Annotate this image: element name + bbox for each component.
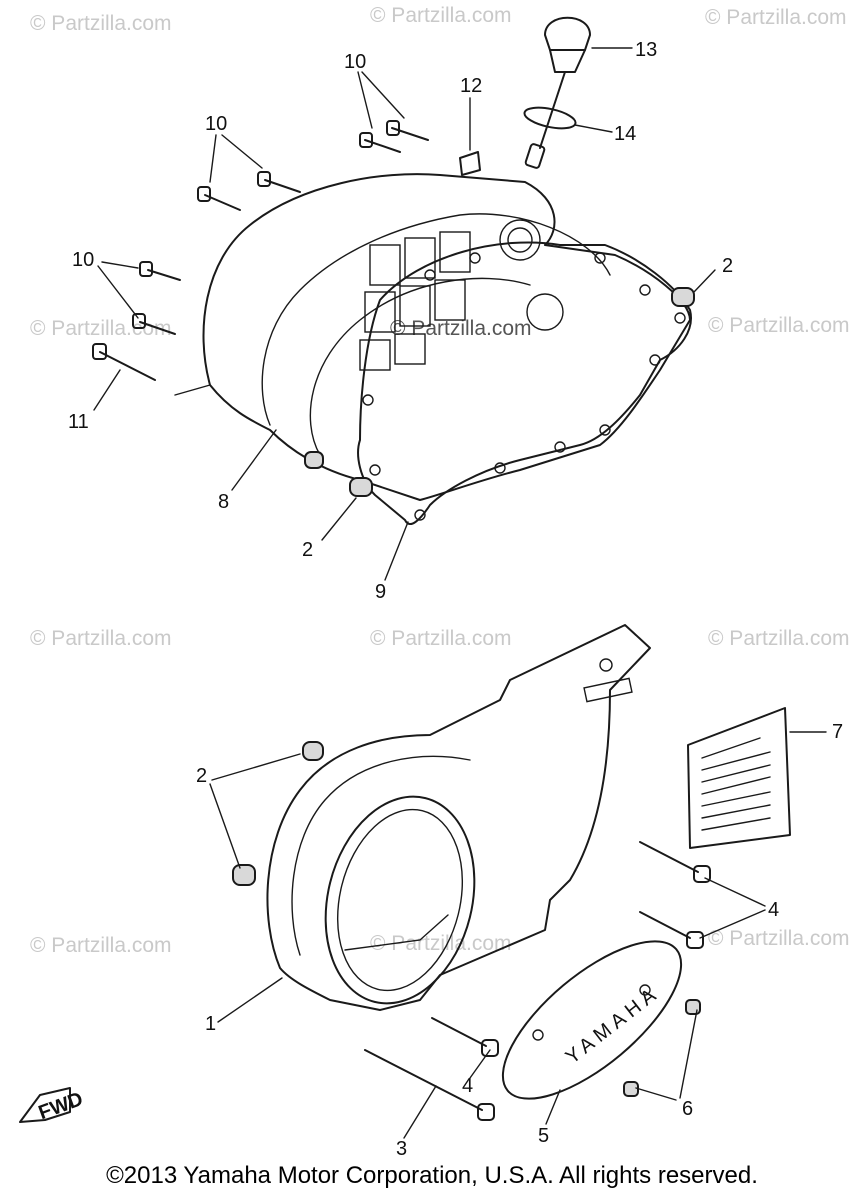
- callout-9: 9: [375, 581, 386, 603]
- dowel-pin: [302, 741, 324, 761]
- watermark: © Partzilla.com: [708, 927, 850, 950]
- callout-2: 2: [302, 539, 313, 561]
- callout-10: 10: [205, 113, 227, 135]
- watermark: © Partzilla.com: [370, 627, 512, 650]
- cover-opening: [324, 795, 476, 1005]
- cover-rim: [261, 213, 611, 426]
- callout-3: 3: [396, 1138, 407, 1160]
- logo-plate: [583, 677, 633, 703]
- gasket-bolt-holes: [362, 252, 686, 521]
- watermark: © Partzilla.com: [370, 4, 512, 27]
- fwd-arrow-icon: FWD: [19, 1087, 86, 1124]
- callout-4: 4: [462, 1075, 473, 1097]
- oil-dipstick: [524, 16, 591, 169]
- leader-lines-lower: [209, 731, 827, 1139]
- callout-labels: 13 14 12 10 10 10 11 2 8 2 9 2 7 4 1 4 6…: [68, 39, 843, 1160]
- gasket: [357, 241, 692, 525]
- hose-clip: [459, 151, 481, 176]
- bolt-group-4: [431, 841, 711, 1057]
- screw: [685, 999, 701, 1015]
- callout-10: 10: [72, 249, 94, 271]
- watermark: © Partzilla.com: [30, 934, 172, 957]
- watermark: © Partzilla.com: [708, 627, 850, 650]
- caution-label: [687, 707, 791, 849]
- dowel-pin: [349, 477, 373, 497]
- upper-assembly: [92, 16, 716, 581]
- callout-10: 10: [344, 51, 366, 73]
- screw: [623, 1081, 639, 1097]
- watermark: © Partzilla.com: [705, 6, 847, 29]
- watermark: © Partzilla.com: [30, 627, 172, 650]
- watermark: © Partzilla.com: [370, 932, 512, 955]
- side-cover-plate: YAMAHA: [501, 940, 683, 1100]
- dowel-pin: [304, 451, 324, 469]
- copyright-notice: ©2013 Yamaha Motor Corporation, U.S.A. A…: [106, 1162, 758, 1189]
- callout-12: 12: [460, 75, 482, 97]
- callout-13: 13: [635, 39, 657, 61]
- callout-5: 5: [538, 1125, 549, 1147]
- watermark-layer: © Partzilla.com © Partzilla.com © Partzi…: [30, 4, 850, 957]
- callout-7: 7: [832, 721, 843, 743]
- callout-11: 11: [68, 411, 89, 433]
- outer-cover: [266, 624, 651, 1011]
- cover-logo-text: YAMAHA: [562, 982, 665, 1069]
- watermark: © Partzilla.com: [708, 314, 850, 337]
- leader-lines-upper: [93, 47, 716, 581]
- o-ring: [523, 106, 577, 130]
- callout-2: 2: [722, 255, 733, 277]
- watermark: © Partzilla.com: [30, 317, 172, 340]
- watermark: © Partzilla.com: [30, 12, 172, 35]
- callout-2: 2: [196, 765, 207, 787]
- dowel-pin: [232, 864, 256, 886]
- long-bolt: [364, 1049, 495, 1121]
- callout-1: 1: [205, 1013, 216, 1035]
- callout-8: 8: [218, 491, 229, 513]
- lower-assembly: YAMAHA FWD: [19, 624, 827, 1139]
- callout-6: 6: [682, 1098, 693, 1120]
- bolt-group: [92, 120, 429, 381]
- callout-4: 4: [768, 899, 779, 921]
- filler-boss: [499, 219, 541, 261]
- cover-ribs: [359, 231, 471, 371]
- callout-14: 14: [614, 123, 636, 145]
- dowel-pin: [671, 287, 695, 307]
